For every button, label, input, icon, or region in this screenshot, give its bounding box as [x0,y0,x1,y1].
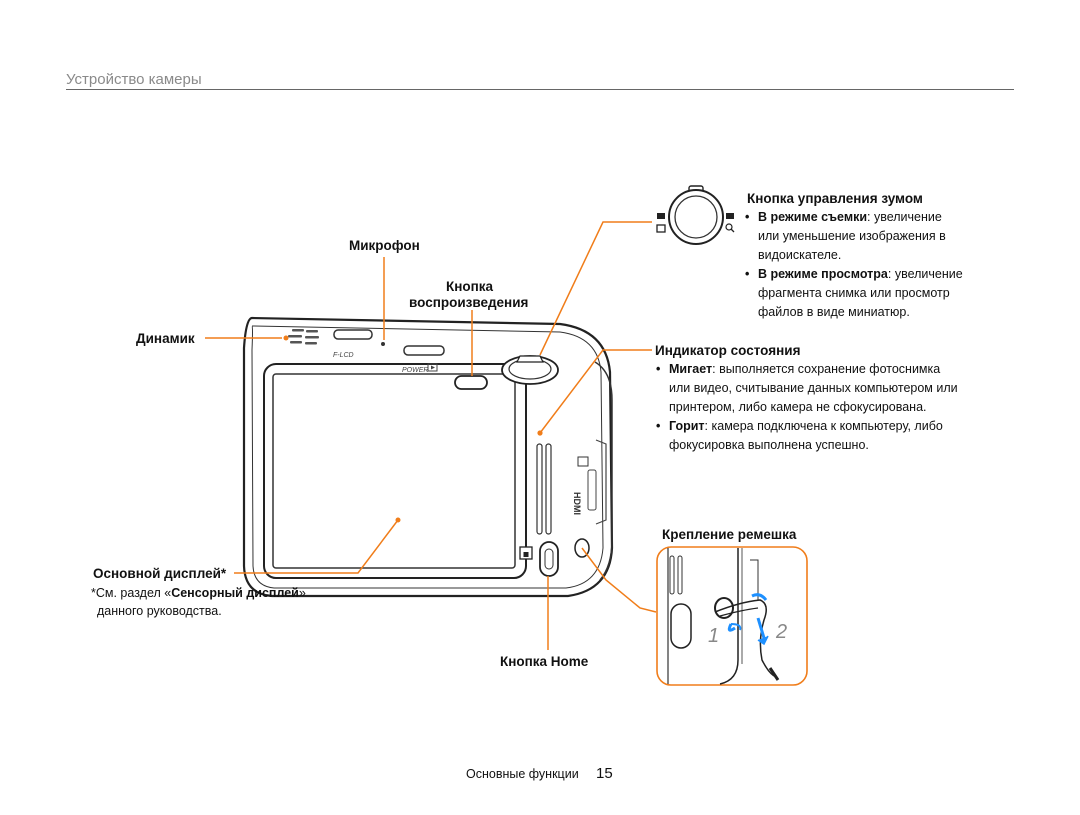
speaker-grille [288,329,319,345]
zoom-item-playback-term: В режиме просмотра [758,267,888,281]
display-footnote: *См. раздел «Сенсорный дисплей» [91,584,306,603]
power-marking: POWER [402,367,428,374]
zoom-item-playback: В режиме просмотра: увеличение фрагмента… [744,265,963,322]
zoom-item-playback-line3: файлов в виде миниатюр. [758,305,910,319]
side-slit-left [536,443,543,535]
playback-label-line1: Кнопка [446,279,494,294]
footer-section-name: Основные функции [466,767,579,781]
header-rule [66,89,1014,90]
footnote-link: Сенсорный дисплей [171,586,299,600]
strap-inset: 1 2 [656,546,808,686]
status-item-blinking-term: Мигает [669,362,713,376]
section-title: Устройство камеры [66,71,202,88]
zoom-item-shooting-line3: видоискателе. [758,248,842,262]
main-display-label: Основной дисплей* [93,566,227,581]
flcd-marking: F-LCD [333,352,354,359]
playback-label-line2: воспроизведения [409,295,529,310]
status-item-blinking-line2: или видео, считывание данных компьютером… [669,381,958,395]
display-footnote-line2: данного руководства. [97,604,222,618]
status-item-blinking: Мигает: выполняется сохранение фотоснимк… [655,360,958,417]
status-list: Мигает: выполняется сохранение фотоснимк… [655,360,958,455]
main-display [263,363,527,579]
footnote-prefix: *См. раздел « [91,586,172,600]
zoom-item-playback-text: : увеличение [887,267,963,281]
status-item-on-term: Горит [669,419,705,433]
zoom-title: Кнопка управления зумом [747,191,923,206]
strap-label: Крепление ремешка [662,527,797,542]
hdmi-marking: HDMI [572,492,582,515]
status-item-on-line2: фокусировка выполнена успешно. [669,438,869,452]
zoom-item-playback-line2: фрагмента снимка или просмотр [758,286,950,300]
speaker-label: Динамик [136,331,195,346]
zoom-item-shooting-line2: или уменьшение изображения в [758,229,946,243]
status-title: Индикатор состояния [655,343,801,358]
zoom-item-shooting-term: В режиме съемки [758,210,868,224]
footnote-suffix: » [298,586,306,600]
strap-step-1: 1 [708,625,719,647]
home-button[interactable] [539,541,559,577]
top-controls: F-LCD POWER [333,329,445,374]
shutter-button[interactable] [501,355,559,385]
zoom-item-shooting-text: : увеличение [867,210,942,224]
callout-lines [205,221,657,650]
microphone-label: Микрофон [349,238,420,253]
strap-step-2: 2 [775,621,787,643]
side-slit-right [545,443,552,535]
playback-button[interactable] [454,375,488,390]
status-item-on: Горит: камера подключена к компьютеру, л… [655,417,958,455]
hdmi-port: HDMI [572,456,589,515]
home-icon [519,546,533,560]
page-number: 15 [596,765,613,782]
microphone-hole [381,342,385,346]
zoom-item-shooting: В режиме съемки: увеличение или уменьшен… [744,208,963,265]
status-item-blinking-line3: принтером, либо камера не сфокусирована. [669,400,927,414]
home-button-label: Кнопка Home [500,654,589,669]
status-item-on-text: : камера подключена к компьютеру, либо [704,419,943,433]
zoom-list: В режиме съемки: увеличение или уменьшен… [744,208,963,322]
zoom-control-detail [656,185,735,245]
status-item-blinking-text: : выполняется сохранение фотоснимка [712,362,941,376]
